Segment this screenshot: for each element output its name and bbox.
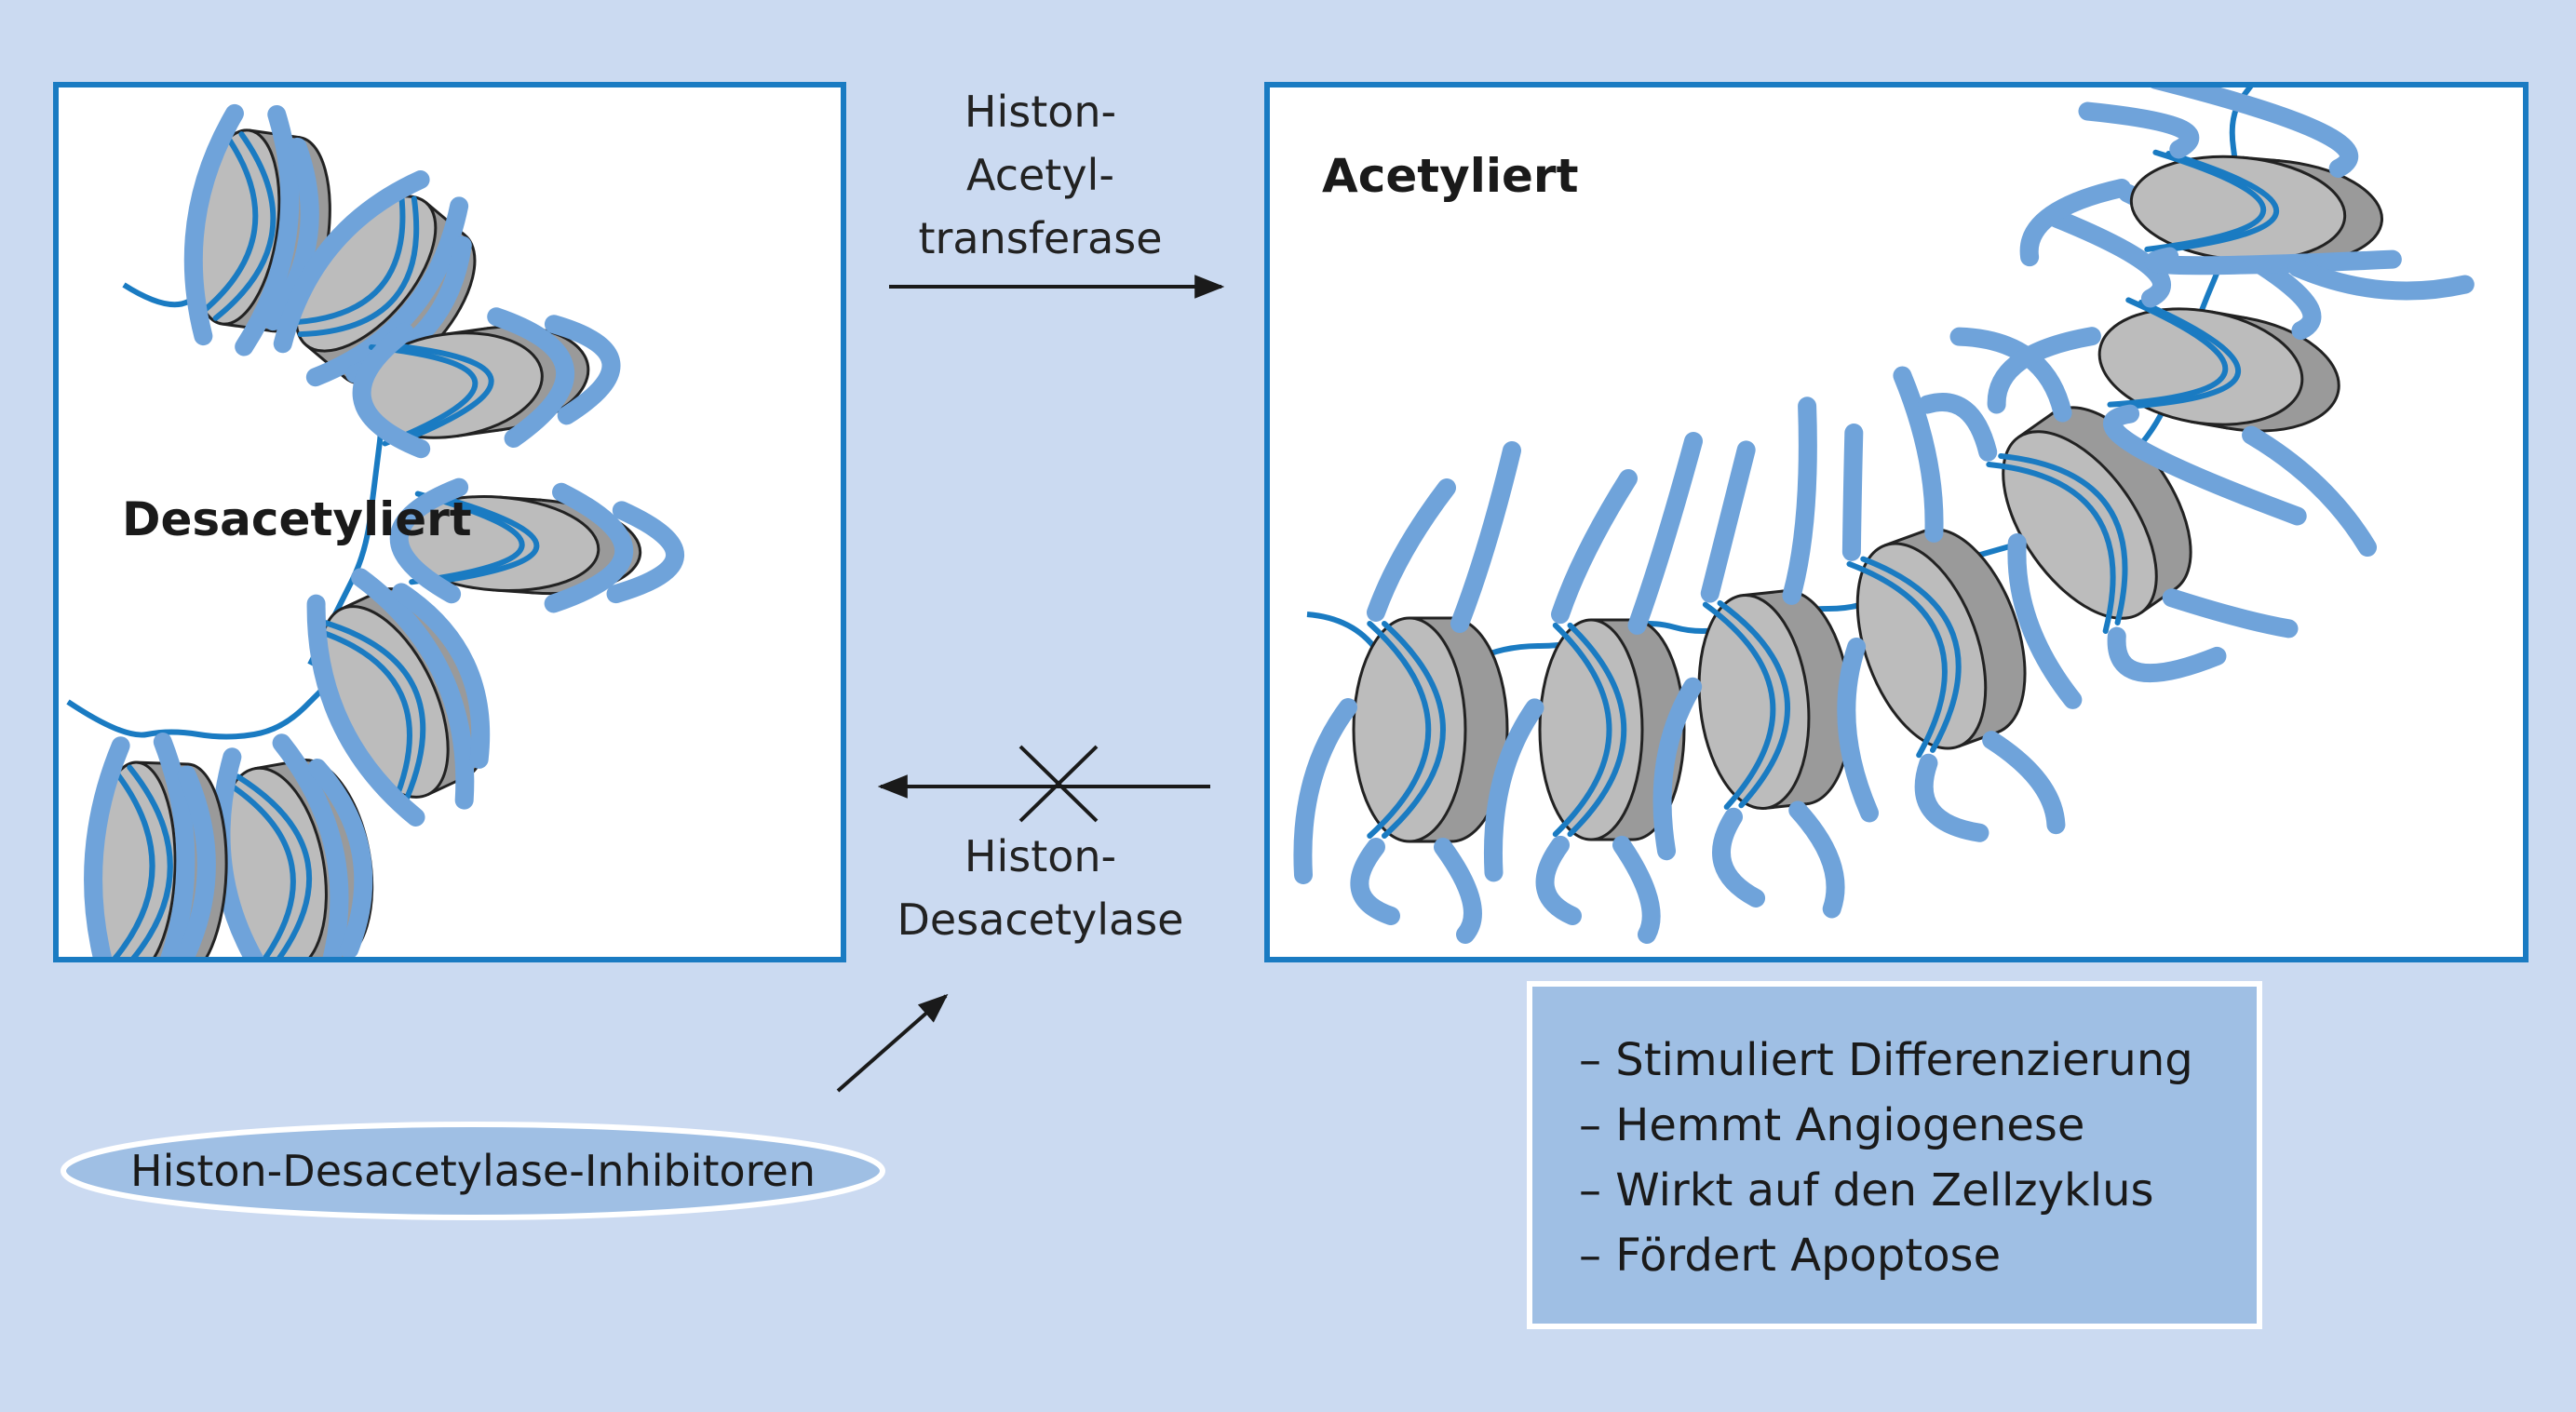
acetyltransferase-line-3: transferase <box>918 213 1163 263</box>
nucleosome <box>211 733 374 957</box>
acetylated-panel: Acetyliert <box>1264 82 2529 962</box>
inhibitor-arrow <box>836 993 949 1093</box>
inhibitor-label: Histon-Desacetylase-Inhibitoren <box>130 1146 816 1196</box>
dna-strand <box>66 680 331 740</box>
inhibition-cross-icon <box>1018 745 1099 823</box>
effect-item: – Wirkt auf den Zellzyklus <box>1579 1164 2154 1217</box>
acetylated-chromatin-illustration <box>1293 87 2475 944</box>
nucleosome <box>1293 441 1521 944</box>
nucleosome <box>306 568 491 827</box>
nucleosome <box>1652 397 1853 919</box>
effect-item: – Stimuliert Differenzierung <box>1579 1034 2193 1086</box>
deacetylase-label: Histon- Desacetylase <box>880 825 1201 951</box>
nucleosome <box>84 733 228 957</box>
inhibitor-ellipse <box>61 1122 885 1220</box>
effects-box: – Stimuliert Differenzierung – Hemmt Ang… <box>1527 981 2262 1329</box>
effect-item: – Fördert Apoptose <box>1579 1230 2002 1282</box>
deacetylase-line-2: Desacetylase <box>897 894 1184 945</box>
deacetylase-line-1: Histon- <box>964 831 1117 881</box>
nucleosome <box>389 477 684 613</box>
nucleosome <box>1918 327 2299 709</box>
nucleosome <box>1837 366 2066 842</box>
deacetylated-panel: Desacetyliert <box>53 82 846 962</box>
deacetylated-title: Desacetyliert <box>122 492 472 546</box>
acetyltransferase-line-1: Histon- <box>964 87 1117 137</box>
deacetylated-chromatin-illustration <box>66 103 684 957</box>
acetyltransferase-label: Histon- Acetyl- transferase <box>880 80 1201 270</box>
nucleosome <box>352 307 621 459</box>
acetylated-title: Acetyliert <box>1322 149 1579 203</box>
nucleosome <box>1483 432 1703 944</box>
effect-item: – Hemmt Angiogenese <box>1579 1099 2085 1151</box>
acetyltransferase-line-2: Acetyl- <box>966 150 1114 200</box>
nucleosome <box>2019 87 2475 301</box>
